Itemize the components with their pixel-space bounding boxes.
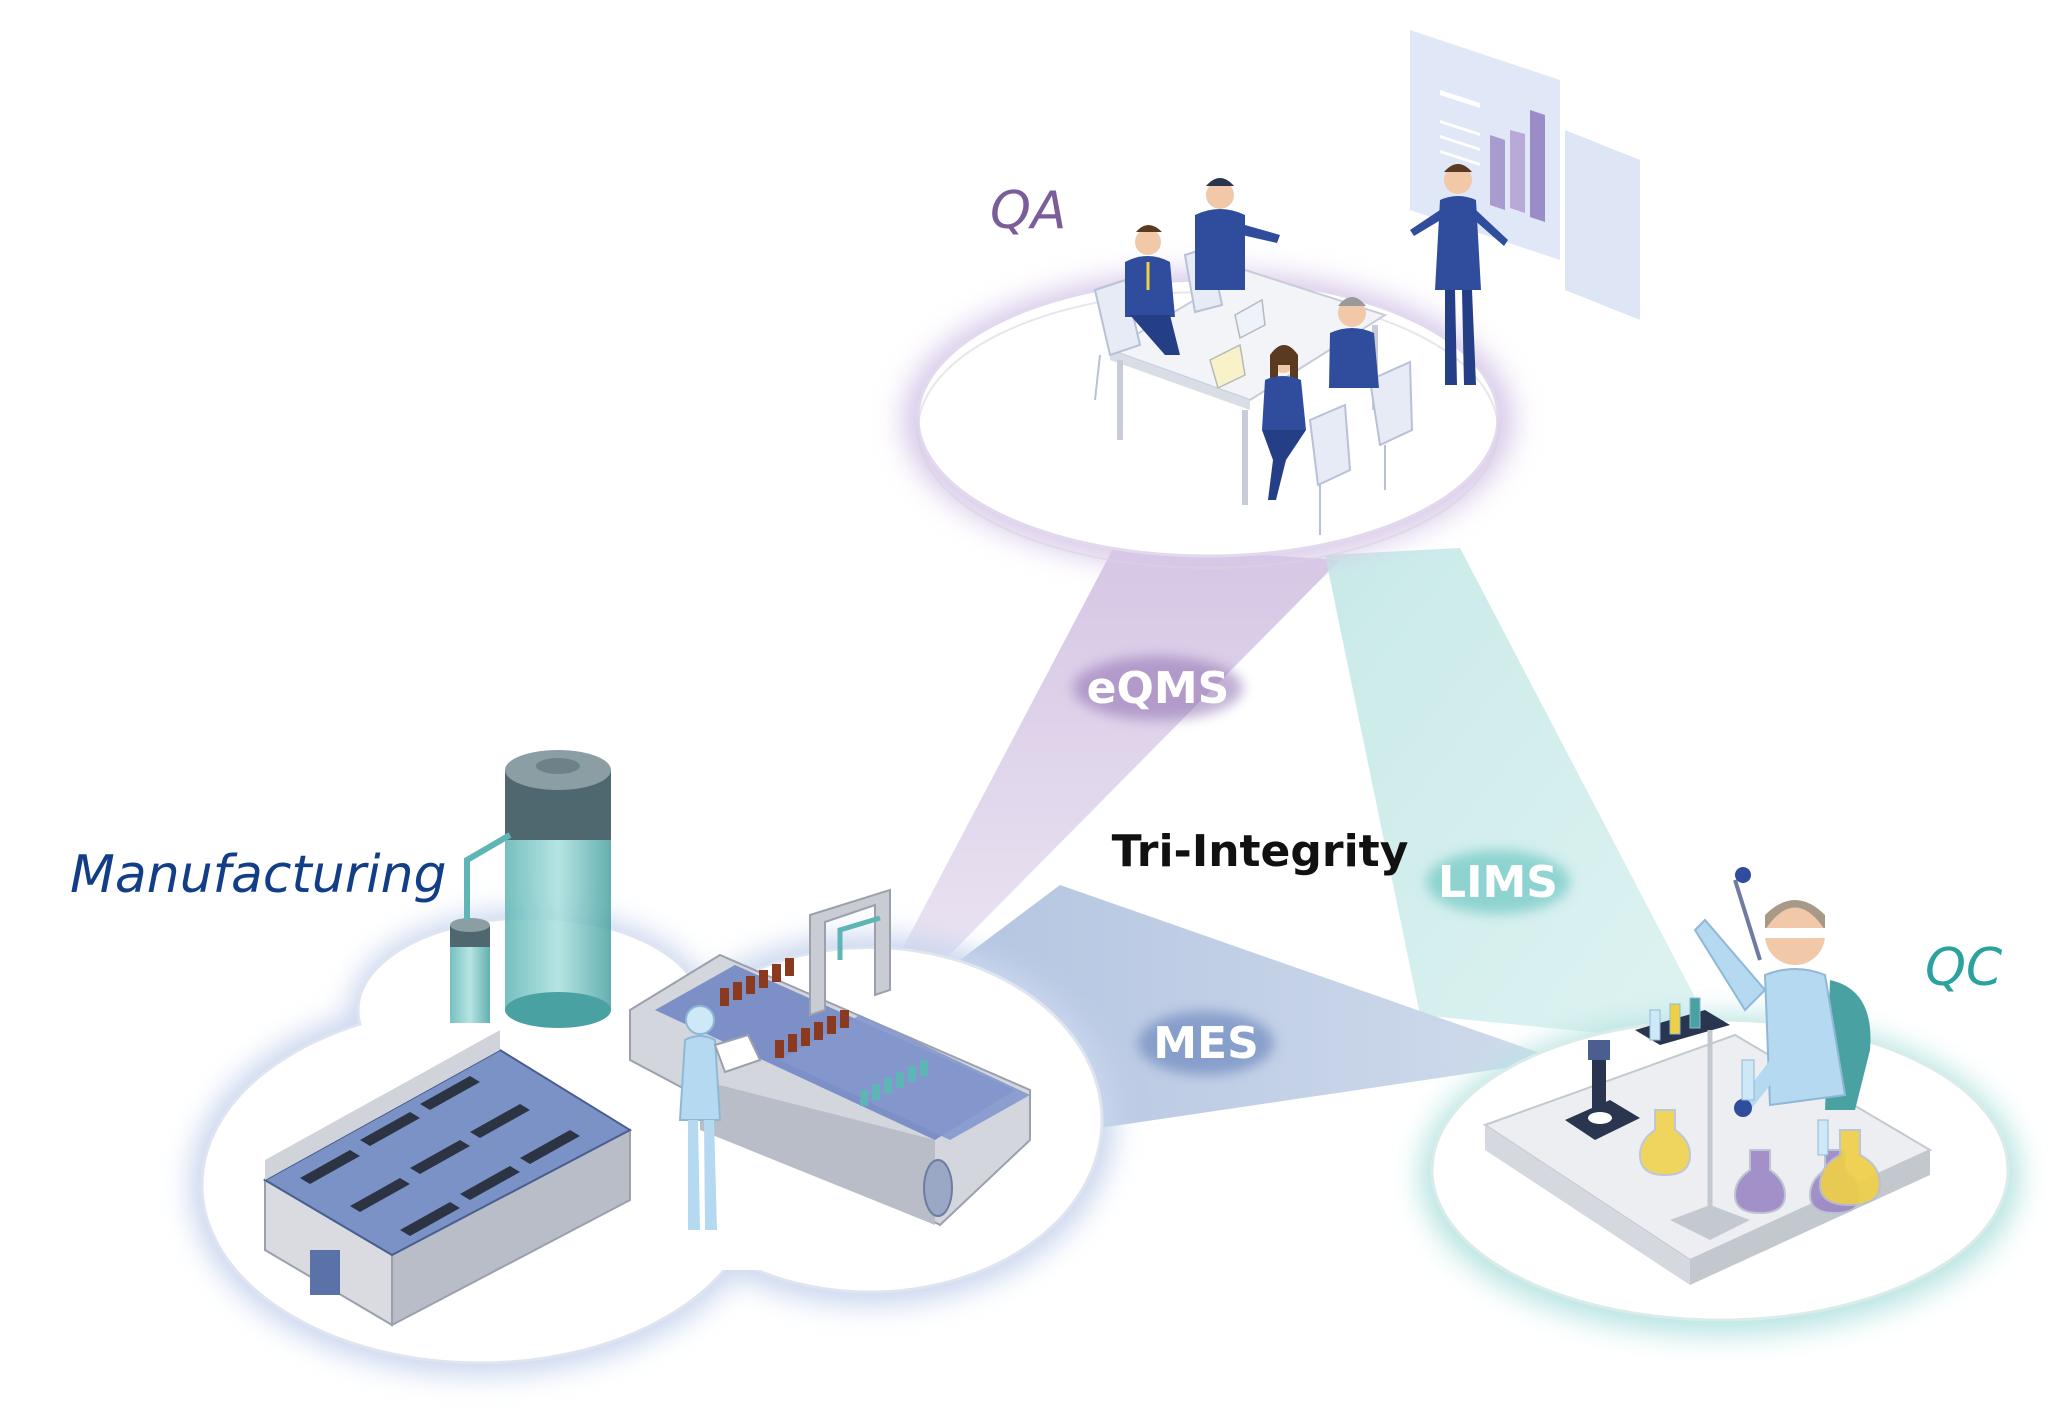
- center-label: Tri-Integrity: [1112, 826, 1409, 877]
- qa-node: QA: [903, 30, 1640, 569]
- conveyor-line: [629, 888, 1031, 1227]
- mes-link: MES: [1138, 1011, 1274, 1075]
- manufacturing-label: Manufacturing: [70, 845, 447, 905]
- lims-beam: [1325, 548, 1720, 1045]
- qc-node: QC: [1420, 867, 2020, 1335]
- mes-label: MES: [1153, 1018, 1259, 1069]
- eqms-beam: [870, 545, 1340, 1010]
- lims-label: LIMS: [1438, 857, 1558, 908]
- eqms-link: eQMS: [1073, 656, 1243, 720]
- storage-tanks: [450, 750, 611, 1028]
- lab-scientist: [1693, 867, 1871, 1117]
- qa-label: QA: [990, 181, 1067, 241]
- lab-glassware: [1635, 997, 1882, 1240]
- microscope: [1565, 1040, 1640, 1140]
- manufacturing-node: Manufacturing: [70, 750, 1115, 1375]
- eqms-label: eQMS: [1087, 663, 1230, 714]
- qa-people: [1125, 164, 1508, 500]
- lims-link: LIMS: [1426, 850, 1570, 914]
- qc-label: QC: [1925, 938, 2003, 998]
- factory-building: [262, 1030, 633, 1327]
- factory-worker: [678, 1005, 762, 1230]
